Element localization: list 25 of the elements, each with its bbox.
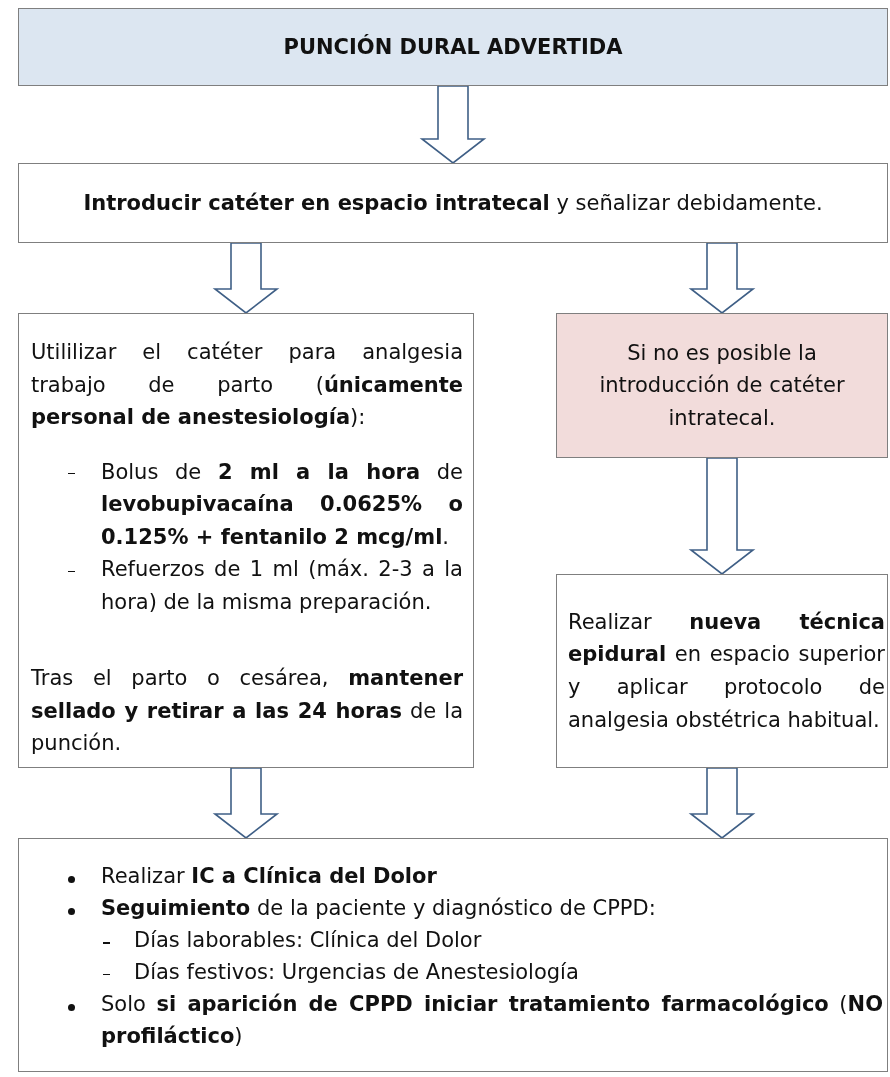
process-box	[18, 163, 888, 243]
process-box	[556, 574, 888, 768]
list-item: Realizar IC a Clínica del Dolor	[31, 861, 883, 893]
paragraph: Utililizar el catéter para analgesia trabajo de parto (únicamente personal de anestesiología):	[31, 339, 463, 432]
paragraph: Tras el parto o cesárea, mantener sellado y retirar a las 24 horas de la punción.	[31, 665, 463, 758]
process-box	[18, 838, 888, 1072]
block-arrow	[419, 85, 487, 164]
list-item: Refuerzos de 1 ml (máx. 2-3 a la hora) de la misma preparación.	[31, 553, 463, 619]
block-arrow	[212, 767, 280, 839]
block-arrow	[688, 457, 756, 575]
paragraph: Realizar nueva técnica epidural en espacio superior y aplicar protocolo de analgesia obstétrica habitual.	[568, 608, 885, 734]
paragraph: Introducir catéter en espacio intratecal y señalizar debidamente.	[82, 189, 824, 217]
block-arrow	[688, 767, 756, 839]
title-box	[18, 8, 888, 86]
block-arrow	[212, 242, 280, 314]
condition-box	[556, 313, 888, 458]
list-item: Bolus de 2 ml a la hora de levobupivacaína 0.0625% o 0.125% + fentanilo 2 mcg/ml.	[31, 455, 463, 554]
list-item: Días laborables: Clínica del Dolor	[31, 924, 883, 957]
block-arrow	[688, 242, 756, 314]
paragraph: Si no es posible la introducción de catéter intratecal.	[598, 339, 846, 432]
list-item: Días festivos: Urgencias de Anestesiología	[31, 956, 883, 989]
list-item: Seguimiento de la paciente y diagnóstico de CPPD:	[31, 892, 883, 925]
process-box	[18, 313, 474, 768]
list-item: Solo si aparición de CPPD iniciar tratamiento farmacológico (NO profiláctico)	[31, 988, 883, 1053]
paragraph: PUNCIÓN DURAL ADVERTIDA	[282, 33, 624, 61]
